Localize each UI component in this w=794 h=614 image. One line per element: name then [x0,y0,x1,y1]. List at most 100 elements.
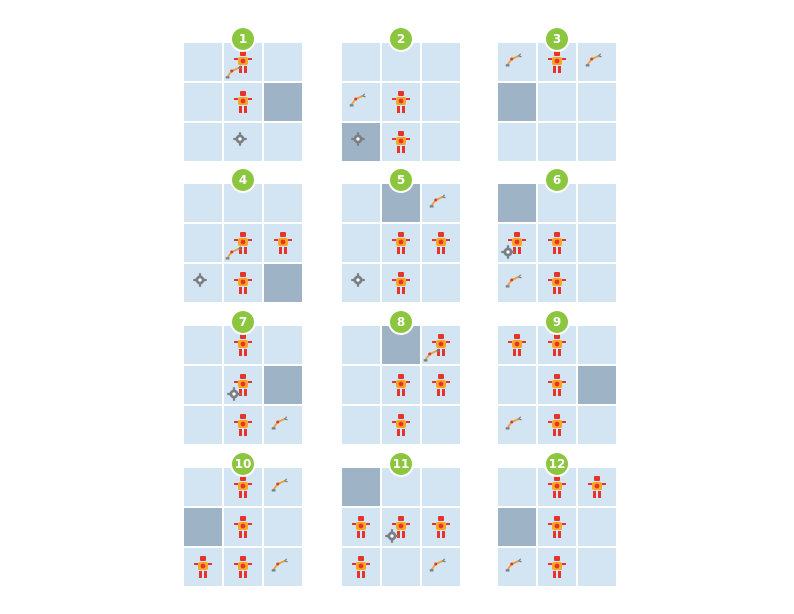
grid-tile [183,467,223,507]
robot-icon [545,271,569,295]
robot-icon [271,231,295,255]
grid-tile [497,122,537,162]
robot-icon [545,475,569,499]
puzzle-card: 1 [183,28,303,162]
blocked-tile [497,82,537,122]
grid-tile [577,547,617,587]
robot-icon [545,231,569,255]
robot-icon [389,413,413,437]
grid-tile [421,263,461,303]
grid-tile [497,467,537,507]
grid-tile [577,183,617,223]
blocked-tile [381,183,421,223]
puzzle-number-badge: 11 [390,453,412,475]
robot-icon [545,50,569,74]
puzzle-card: 3 [497,28,617,162]
puzzle-card: 9 [497,311,617,445]
grid-tile [537,122,577,162]
puzzle-card: 5 [341,169,461,303]
blocked-tile [263,82,303,122]
cog-icon [225,385,243,403]
puzzle-number-badge: 12 [546,453,568,475]
cog-icon [349,130,367,148]
grid-tile [497,263,537,303]
robot-icon [231,413,255,437]
grid-tile [421,467,461,507]
robot-icon [231,475,255,499]
cog-icon [349,271,367,289]
robot-icon [389,231,413,255]
grid-tile [183,405,223,445]
puzzle-card: 2 [341,28,461,162]
puzzle-card: 12 [497,453,617,587]
grid-tile [577,42,617,82]
grid-tile [263,325,303,365]
robot-arm-icon [585,50,603,68]
robot-icon [545,413,569,437]
blocked-tile [497,183,537,223]
puzzle-number-badge: 3 [546,28,568,50]
blocked-tile [577,365,617,405]
robot-arm-icon [505,271,523,289]
robot-arm-icon [225,62,243,80]
robot-arm-icon [225,243,243,261]
blocked-tile [183,507,223,547]
robot-icon [231,373,255,397]
robot-arm-icon [271,413,289,431]
robot-arm-icon [429,555,447,573]
puzzle-number-badge: 5 [390,169,412,191]
robot-arm-icon [505,50,523,68]
grid-tile [381,547,421,587]
puzzle-card: 10 [183,453,303,587]
grid-tile [421,42,461,82]
robot-arm-icon [423,345,441,363]
puzzle-number-badge: 1 [232,28,254,50]
grid-tile [263,547,303,587]
robot-icon [429,373,453,397]
grid-tile [497,365,537,405]
robot-icon [389,130,413,154]
grid-tile [341,405,381,445]
grid-tile [577,263,617,303]
robot-arm-icon [505,555,523,573]
robot-icon [231,515,255,539]
grid-tile [263,467,303,507]
robot-icon [545,555,569,579]
grid-tile [263,42,303,82]
robot-icon [545,373,569,397]
puzzle-card: 7 [183,311,303,445]
puzzle-number-badge: 4 [232,169,254,191]
cog-icon [383,527,401,545]
grid-tile [421,183,461,223]
grid-tile [577,223,617,263]
robot-icon [231,333,255,357]
grid-tile [421,122,461,162]
grid-tile [421,82,461,122]
grid-tile [263,405,303,445]
puzzle-card: 8 [341,311,461,445]
grid-tile [577,507,617,547]
grid-tile [497,42,537,82]
puzzle-card: 6 [497,169,617,303]
grid-tile [341,223,381,263]
robot-icon [349,515,373,539]
grid-tile [183,122,223,162]
robot-icon [389,90,413,114]
robot-icon [389,271,413,295]
puzzle-card: 4 [183,169,303,303]
grid-tile [497,405,537,445]
grid-tile [183,325,223,365]
grid-tile [183,42,223,82]
grid-tile [537,82,577,122]
robot-icon [545,515,569,539]
grid-tile [381,263,421,303]
cog-icon [231,130,249,148]
robot-icon [191,555,215,579]
robot-arm-icon [271,555,289,573]
blocked-tile [497,507,537,547]
robot-icon [429,515,453,539]
grid-tile [341,183,381,223]
grid-tile [263,507,303,547]
grid-tile [183,223,223,263]
cog-icon [191,271,209,289]
